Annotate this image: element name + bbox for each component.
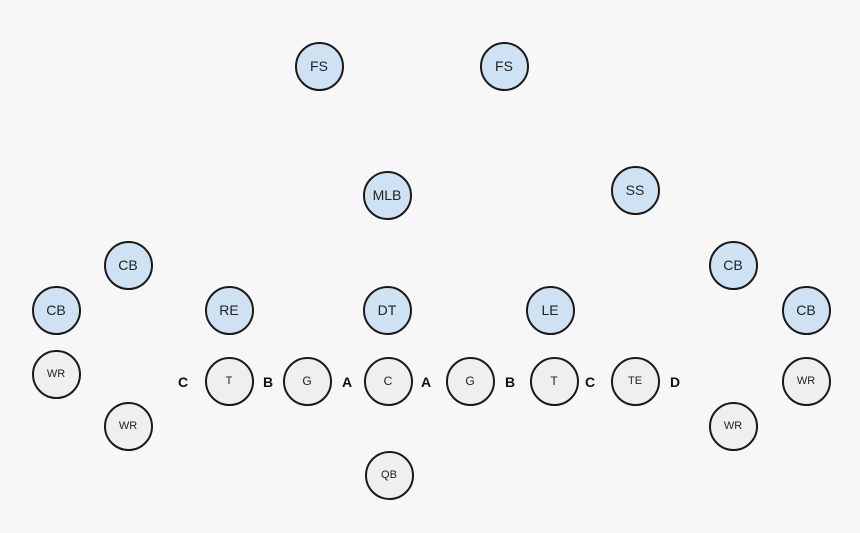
gap-label-a-right: A [420,374,432,390]
player-label: SS [625,182,645,198]
offense-center: C [363,356,413,406]
player-label: WR [796,375,816,387]
gap-label-d-right: D [669,374,681,390]
defense-cornerback-right-outer: CB [781,285,831,335]
defense-strong-safety: SS [610,165,660,215]
player-label: CB [723,257,743,273]
player-label: FS [495,58,513,74]
defense-right-end: RE [204,285,254,335]
offense-wide-receiver-right-slot: WR [708,401,758,451]
gap-label-b-left: B [262,374,274,390]
player-label: QB [381,469,397,481]
player-label: RE [219,302,239,318]
player-label: LE [541,302,559,318]
defense-free-safety-right: FS [479,41,529,91]
gap-label-c-left: C [177,374,189,390]
player-label: DT [377,302,397,318]
defense-tackle: DT [362,285,412,335]
player-label: T [550,374,558,388]
player-label: WR [118,420,138,432]
player-label: G [465,374,475,388]
defense-cornerback-left-outer: CB [31,285,81,335]
offense-left-tackle: T [204,356,254,406]
player-label: C [383,374,393,388]
gap-label-b-right: B [504,374,516,390]
gap-label-c-right: C [584,374,596,390]
player-label: TE [627,375,643,387]
player-label: WR [723,420,743,432]
defense-free-safety-left: FS [294,41,344,91]
offense-tight-end: TE [610,356,660,406]
defense-middle-linebacker: MLB [362,170,412,220]
gap-label-a-left: A [341,374,353,390]
offense-left-guard: G [282,356,332,406]
defense-cornerback-right-inner: CB [708,240,758,290]
player-label: WR [46,368,66,380]
player-label: G [302,374,312,388]
offense-wide-receiver-left-outer: WR [31,349,81,399]
player-label: CB [796,302,816,318]
offense-right-guard: G [445,356,495,406]
player-label: CB [46,302,66,318]
defense-left-end: LE [525,285,575,335]
offense-wide-receiver-left-slot: WR [103,401,153,451]
player-label: FS [310,58,328,74]
player-label: MLB [372,187,402,203]
player-label: T [225,375,233,387]
offense-wide-receiver-right-outer: WR [781,356,831,406]
player-label: CB [118,257,138,273]
defense-cornerback-left-inner: CB [103,240,153,290]
offense-quarterback: QB [364,450,414,500]
offense-right-tackle: T [529,356,579,406]
